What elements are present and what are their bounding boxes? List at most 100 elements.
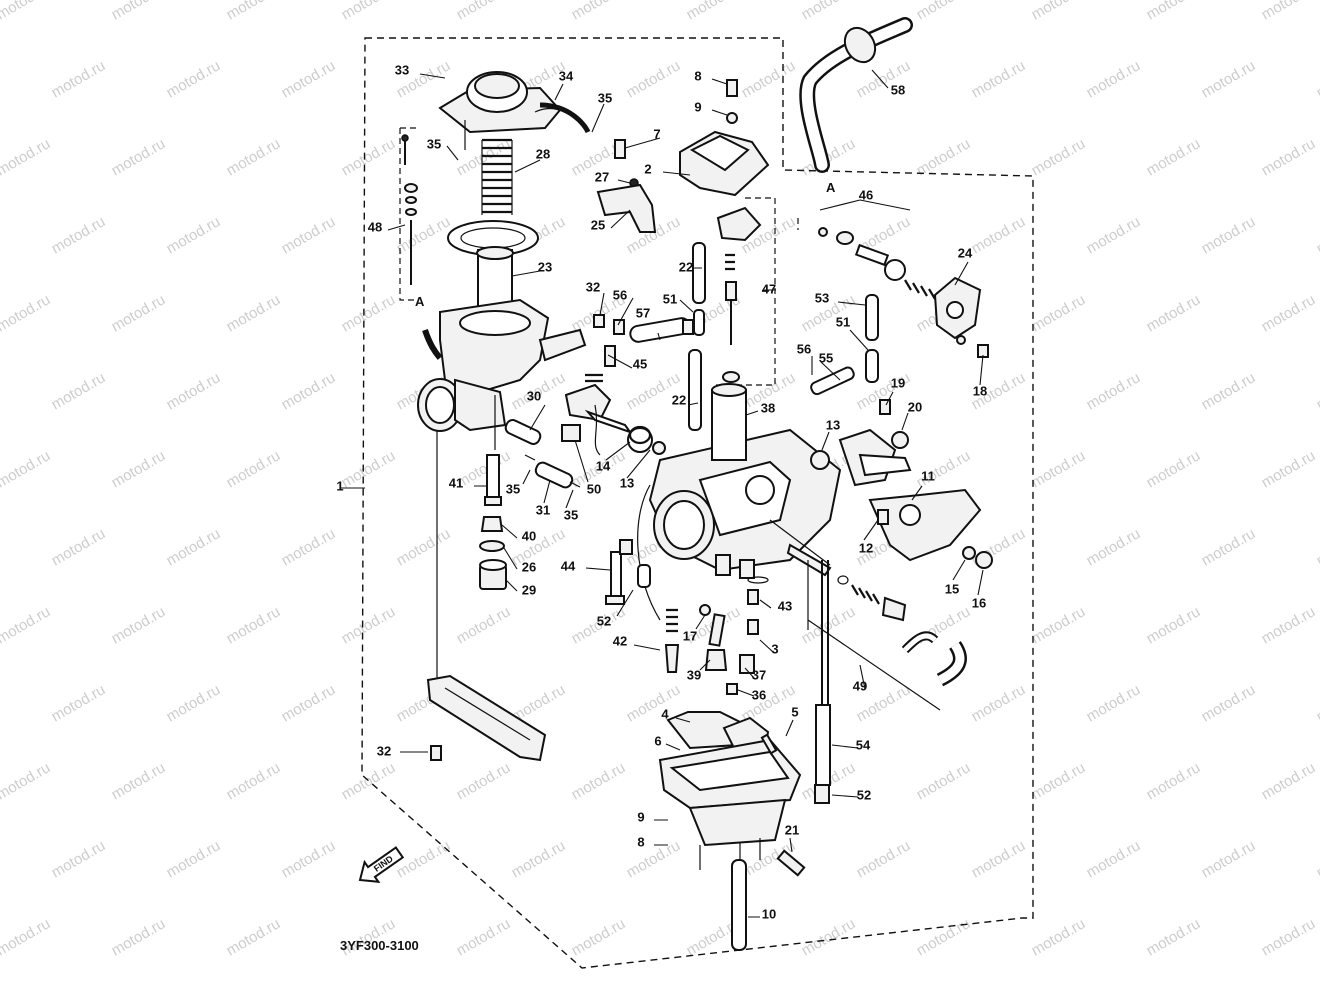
callout-33: 33: [395, 62, 409, 77]
leader-lines: [340, 69, 984, 918]
watermark: motod.ru: [109, 135, 169, 179]
callout-35: 35: [506, 481, 520, 496]
watermark: motod.ru: [224, 291, 284, 335]
callout-5: 5: [791, 704, 798, 719]
watermark: motod.ru: [0, 291, 53, 335]
watermark: motod.ru: [224, 759, 284, 803]
watermark: motod.ru: [969, 837, 1029, 881]
callout-27: 27: [595, 169, 609, 184]
callout-9: 9: [637, 809, 644, 824]
watermark: motod.ru: [1084, 525, 1144, 569]
callout-47: 47: [762, 281, 776, 296]
watermark: motod.ru: [1144, 759, 1204, 803]
group-47-parts: [716, 206, 762, 383]
callout-44: 44: [561, 558, 576, 573]
watermark: motod.ru: [0, 603, 53, 647]
callout-49: 49: [853, 678, 867, 693]
watermark: motod.ru: [799, 915, 859, 959]
watermark: motod.ru: [339, 291, 399, 335]
jet-stack-41-29: [479, 454, 507, 590]
ref-marker-right: A: [826, 180, 836, 195]
watermark: motod.ru: [1144, 135, 1204, 179]
watermark: motod.ru: [1314, 837, 1320, 881]
watermark: motod.ru: [1259, 291, 1319, 335]
callout-31: 31: [536, 502, 550, 517]
callout-43: 43: [778, 598, 792, 613]
callout-32: 32: [586, 279, 600, 294]
watermark: motod.ru: [1259, 447, 1319, 491]
callout-48: 48: [368, 219, 382, 234]
assembly-boundary: [361, 37, 1034, 969]
watermark: motod.ru: [914, 759, 974, 803]
watermark: motod.ru: [1029, 603, 1089, 647]
watermark: motod.ru: [49, 57, 109, 101]
watermark: motod.ru: [1029, 0, 1089, 23]
callout-8: 8: [637, 834, 644, 849]
watermark: motod.ru: [109, 291, 169, 335]
watermark: motod.ru: [1259, 0, 1319, 23]
throttle-linkage: [561, 314, 666, 456]
watermark: motod.ru: [1084, 369, 1144, 413]
watermark: motod.ru: [624, 57, 684, 101]
watermark: motod.ru: [1199, 681, 1259, 725]
watermark: motod.ru: [279, 681, 339, 725]
callout-16: 16: [972, 595, 986, 610]
callout-12: 12: [859, 540, 873, 555]
needle-48: [401, 134, 418, 285]
watermark: motod.ru: [569, 759, 629, 803]
watermark: motod.ru: [454, 603, 514, 647]
callout-18: 18: [973, 383, 987, 398]
callout-22: 22: [679, 259, 693, 274]
watermark: motod.ru: [394, 213, 454, 257]
vacuum-hose-58: [799, 17, 913, 173]
watermark: motod.ru: [969, 681, 1029, 725]
callout-21: 21: [785, 822, 799, 837]
watermark: motod.ru: [914, 915, 974, 959]
callout-2: 2: [644, 161, 651, 176]
callout-54: 54: [856, 737, 871, 752]
watermark: motod.ru: [164, 369, 224, 413]
watermark: motod.ru: [49, 525, 109, 569]
callout-26: 26: [522, 559, 536, 574]
watermark: motod.ru: [799, 0, 859, 23]
watermark: motod.ru: [224, 135, 284, 179]
watermark: motod.ru: [969, 213, 1029, 257]
watermark: motod.ru: [164, 681, 224, 725]
callout-9: 9: [694, 99, 701, 114]
callout-56: 56: [797, 341, 811, 356]
watermark: motod.ru: [1144, 915, 1204, 959]
watermark: motod.ru: [224, 447, 284, 491]
watermark: motod.ru: [339, 0, 399, 23]
hose-54: [814, 560, 831, 804]
watermark: motod.ru: [1314, 681, 1320, 725]
callout-35: 35: [427, 136, 441, 151]
watermark: motod.ru: [1259, 135, 1319, 179]
group-47-bracket: [712, 197, 776, 386]
callout-51: 51: [836, 314, 850, 329]
callout-3: 3: [771, 641, 778, 656]
watermark: motod.ru: [1084, 837, 1144, 881]
starter-plunger-49: [807, 560, 967, 711]
watermark: motod.ru: [49, 837, 109, 881]
watermark: motod.ru: [109, 759, 169, 803]
callout-19: 19: [891, 375, 905, 390]
watermark: motod.ru: [569, 0, 629, 23]
watermark: motod.ru: [164, 57, 224, 101]
lever-assembly: [810, 399, 993, 569]
watermark: motod.ru: [739, 57, 799, 101]
watermark: motod.ru: [0, 759, 53, 803]
watermark: motod.ru: [49, 369, 109, 413]
watermark: motod.ru: [339, 135, 399, 179]
watermark: motod.ru: [1314, 369, 1320, 413]
diagram-code: 3YF300-3100: [340, 938, 419, 953]
watermark: motod.ru: [224, 0, 284, 23]
diaphragm-piston-23: [447, 220, 539, 309]
callout-22: 22: [672, 392, 686, 407]
watermark: motod.ru: [339, 759, 399, 803]
ref-marker-left: A: [415, 294, 425, 309]
watermark: motod.ru: [224, 915, 284, 959]
watermark: motod.ru: [109, 603, 169, 647]
watermark: motod.ru: [339, 447, 399, 491]
watermark: motod.ru: [1144, 603, 1204, 647]
tubes-22: [688, 242, 706, 431]
